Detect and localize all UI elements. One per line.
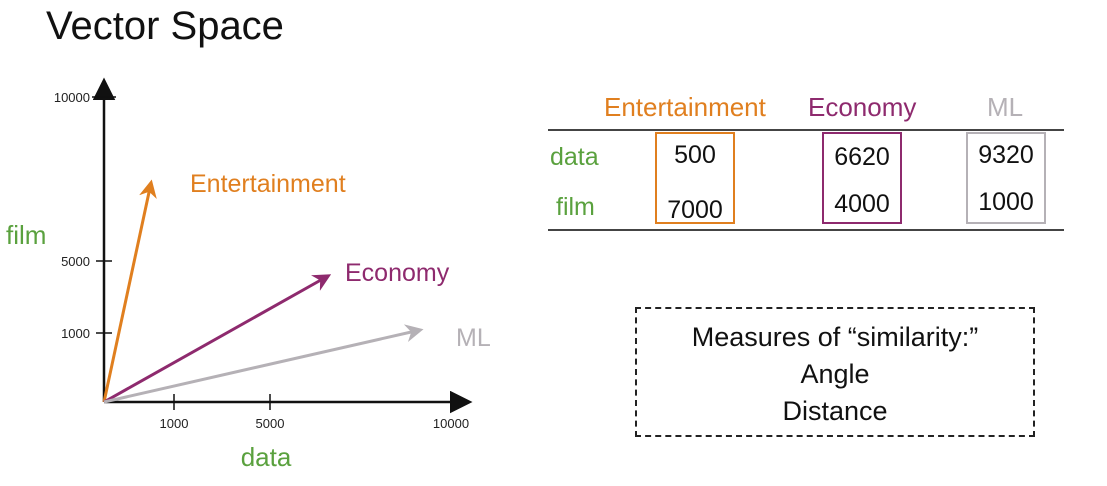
x-tick-label-1000: 1000 bbox=[160, 416, 189, 431]
economy-column-box bbox=[822, 132, 902, 224]
similarity-item-distance: Distance bbox=[782, 396, 888, 426]
similarity-item-angle: Angle bbox=[800, 359, 870, 389]
economy-vector bbox=[103, 274, 332, 404]
similarity-heading: Measures of “similarity:” bbox=[691, 322, 979, 352]
table-top-rule bbox=[548, 129, 1064, 131]
vector-space-plot: 1000 5000 10000 1000 5000 10000 data fil… bbox=[6, 77, 491, 472]
ml-column-box bbox=[966, 132, 1046, 224]
entertainment-vector-label: Entertainment bbox=[190, 170, 346, 198]
economy-vector-label: Economy bbox=[345, 259, 450, 287]
table-cell: 7000 bbox=[667, 196, 723, 224]
column-header-ml: ML bbox=[987, 92, 1024, 122]
x-tick-label-10000: 10000 bbox=[433, 416, 469, 431]
column-header-entertainment: Entertainment bbox=[604, 92, 766, 122]
x-tick-label-5000: 5000 bbox=[256, 416, 285, 431]
x-axis-label: data bbox=[241, 442, 292, 472]
table-bottom-rule bbox=[548, 229, 1064, 231]
column-header-economy: Economy bbox=[808, 92, 917, 122]
y-tick-label-10000: 10000 bbox=[54, 90, 90, 105]
table-cell: 9320 bbox=[978, 141, 1034, 169]
table-cell: 4000 bbox=[834, 190, 890, 218]
row-label-film: film bbox=[556, 193, 595, 221]
y-axis-label: film bbox=[6, 220, 46, 250]
entertainment-column-box bbox=[655, 132, 735, 224]
similarity-measures-box: Measures of “similarity:” Angle Distance bbox=[635, 307, 1035, 437]
row-label-data: data bbox=[550, 143, 599, 171]
table-cell: 500 bbox=[674, 141, 716, 169]
y-tick-label-5000: 5000 bbox=[61, 254, 90, 269]
ml-vector-label: ML bbox=[456, 324, 491, 352]
y-tick-label-1000: 1000 bbox=[61, 326, 90, 341]
entertainment-vector bbox=[102, 179, 157, 403]
page-title: Vector Space bbox=[46, 4, 284, 48]
table-cell: 6620 bbox=[834, 143, 890, 171]
ml-vector bbox=[103, 324, 424, 404]
table-cell: 1000 bbox=[978, 188, 1034, 216]
